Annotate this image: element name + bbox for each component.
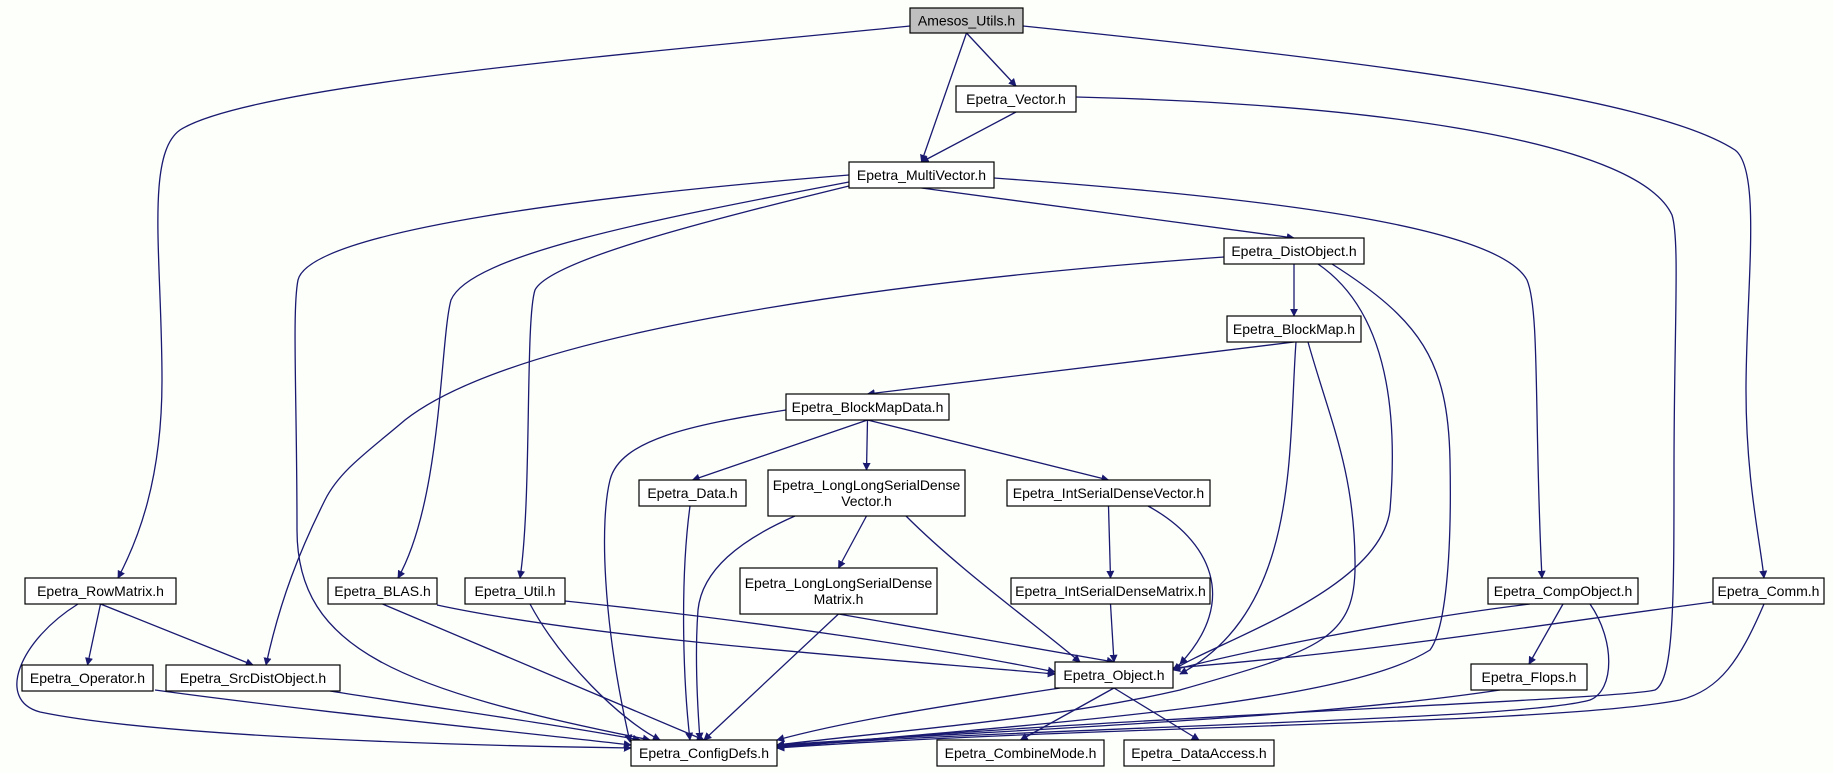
edge-epetra_blockmapdata-to-epetra_isdv — [867, 419, 1110, 483]
node-label: Epetra_BLAS.h — [334, 583, 431, 599]
node-epetra-flops[interactable]: Epetra_Flops.h — [1470, 663, 1588, 691]
node-label: Vector.h — [841, 493, 892, 509]
node-epetra-object[interactable]: Epetra_Object.h — [1054, 661, 1174, 689]
edge-epetra_llsdv-to-epetra_llsdm — [837, 515, 868, 569]
edge-epetra_object-to-epetra_dataaccess — [1113, 687, 1200, 741]
edge-amesos_utils-to-epetra_comm — [1022, 25, 1768, 579]
edge-epetra_object-to-epetra_combinemode — [1019, 687, 1115, 741]
edge-epetra_operator-to-epetra_configdefs — [154, 689, 632, 749]
edge-epetra_isdv-to-epetra_object — [1147, 505, 1214, 665]
node-epetra-blockmapdata[interactable]: Epetra_BlockMapData.h — [785, 393, 950, 421]
node-epetra-vector[interactable]: Epetra_Vector.h — [955, 85, 1077, 113]
edge-amesos_utils-to-epetra_multivector — [920, 32, 968, 163]
edge-epetra_blockmap-to-epetra_blockmapdata — [866, 341, 1295, 398]
node-epetra-srcdistobject[interactable]: Epetra_SrcDistObject.h — [165, 664, 341, 692]
edge-epetra_compobject-to-epetra_configdefs — [776, 603, 1610, 750]
edge-epetra_util-to-epetra_configdefs — [529, 603, 661, 741]
edge-epetra_rowmatrix-to-epetra_configdefs — [16, 603, 632, 752]
node-epetra-operator[interactable]: Epetra_Operator.h — [21, 664, 154, 692]
edge-epetra_isdm-to-epetra_object — [1109, 603, 1118, 663]
node-epetra-util[interactable]: Epetra_Util.h — [464, 577, 566, 605]
edge-amesos_utils-to-epetra_vector — [966, 32, 1017, 87]
edge-epetra_blockmapdata-to-epetra_llsdv — [862, 419, 871, 471]
edge-epetra_llsdm-to-epetra_object — [838, 613, 1115, 665]
edge-epetra_vector-to-epetra_multivector — [920, 111, 1017, 163]
node-label: Amesos_Utils.h — [918, 13, 1015, 29]
edge-epetra_multivector-to-epetra_compobject — [993, 177, 1546, 579]
edge-amesos_utils-to-epetra_rowmatrix — [117, 25, 911, 579]
node-epetra-multivector[interactable]: Epetra_MultiVector.h — [848, 161, 995, 189]
node-epetra-combinemode[interactable]: Epetra_CombineMode.h — [936, 739, 1105, 767]
edge-epetra_blas-to-epetra_object — [436, 604, 1056, 678]
node-label: Matrix.h — [814, 591, 864, 607]
edge-epetra_comm-to-epetra_object — [1172, 591, 1791, 672]
node-epetra-blockmap[interactable]: Epetra_BlockMap.h — [1226, 315, 1362, 343]
edge-epetra_rowmatrix-to-epetra_srcdistobject — [100, 603, 254, 667]
node-label: Epetra_LongLongSerialDense — [773, 477, 961, 493]
edge-epetra_multivector-to-epetra_configdefs — [294, 174, 850, 743]
edge-epetra_compobject-to-epetra_flops — [1528, 603, 1564, 665]
edge-epetra_object-to-epetra_configdefs — [776, 687, 1061, 742]
node-label: Epetra_Data.h — [647, 485, 737, 501]
node-label: Epetra_CompObject.h — [1494, 583, 1633, 599]
node-epetra-isdm[interactable]: Epetra_IntSerialDenseMatrix.h — [1010, 577, 1211, 605]
node-epetra-blas[interactable]: Epetra_BLAS.h — [327, 577, 438, 605]
edge-epetra_distobject-to-epetra_srcdistobject — [263, 256, 1225, 666]
edge-epetra_rowmatrix-to-epetra_operator — [85, 603, 102, 666]
edge-epetra_multivector-to-epetra_util — [517, 185, 850, 579]
node-label: Epetra_Flops.h — [1482, 669, 1577, 685]
edge-epetra_blockmapdata-to-epetra_configdefs — [603, 409, 787, 743]
edge-epetra_isdv-to-epetra_isdm — [1106, 505, 1115, 579]
node-label: Epetra_RowMatrix.h — [37, 583, 164, 599]
node-label: Epetra_Vector.h — [966, 91, 1066, 107]
node-label: Epetra_Operator.h — [30, 670, 145, 686]
node-label: Epetra_LongLongSerialDense — [745, 575, 933, 591]
node-label: Epetra_BlockMap.h — [1233, 321, 1355, 337]
edge-epetra_distobject-to-epetra_configdefs — [776, 263, 1451, 751]
edge-epetra_distobject-to-epetra_object — [1172, 263, 1394, 671]
edge-epetra_llsdm-to-epetra_configdefs — [703, 613, 839, 741]
node-label: Epetra_Util.h — [475, 583, 556, 599]
node-epetra-dataaccess[interactable]: Epetra_DataAccess.h — [1123, 739, 1275, 767]
edge-epetra_flops-to-epetra_configdefs — [776, 689, 1501, 749]
node-epetra-compobject[interactable]: Epetra_CompObject.h — [1487, 577, 1639, 605]
node-label: Epetra_MultiVector.h — [857, 167, 986, 183]
edge-epetra_vector-to-epetra_configdefs — [776, 96, 1677, 752]
node-epetra-distobject[interactable]: Epetra_DistObject.h — [1223, 237, 1365, 265]
edge-epetra_llsdv-to-epetra_configdefs — [695, 515, 796, 741]
edge-epetra_blas-to-epetra_configdefs — [382, 603, 705, 741]
edge-epetra_blockmap-to-epetra_object — [1179, 341, 1297, 675]
node-epetra-data[interactable]: Epetra_Data.h — [638, 479, 747, 507]
nodes: Amesos_Utils.hEpetra_Vector.hEpetra_Mult… — [21, 7, 1825, 767]
node-label: Epetra_IntSerialDenseVector.h — [1013, 485, 1204, 501]
edge-epetra_multivector-to-epetra_blas — [397, 181, 850, 579]
node-label: Epetra_CombineMode.h — [945, 745, 1097, 761]
node-label: Epetra_Comm.h — [1718, 583, 1820, 599]
node-epetra-configdefs[interactable]: Epetra_ConfigDefs.h — [630, 739, 778, 767]
edges — [16, 25, 1791, 752]
node-amesos-utils: Amesos_Utils.h — [909, 7, 1024, 34]
node-epetra-comm[interactable]: Epetra_Comm.h — [1712, 577, 1825, 605]
edge-epetra_multivector-to-epetra_distobject — [921, 187, 1295, 242]
edge-epetra_blockmapdata-to-epetra_data — [691, 419, 868, 482]
node-label: Epetra_IntSerialDenseMatrix.h — [1015, 583, 1206, 599]
node-label: Epetra_DataAccess.h — [1131, 745, 1266, 761]
edge-epetra_comm-to-epetra_configdefs — [776, 603, 1765, 752]
node-epetra-rowmatrix[interactable]: Epetra_RowMatrix.h — [24, 577, 177, 605]
node-label: Epetra_Object.h — [1063, 667, 1164, 683]
edge-epetra_data-to-epetra_configdefs — [682, 505, 694, 741]
node-label: Epetra_SrcDistObject.h — [180, 670, 326, 686]
edge-epetra_util-to-epetra_object — [564, 600, 1056, 675]
node-label: Epetra_ConfigDefs.h — [639, 745, 769, 761]
edge-epetra_srcdistobject-to-epetra_configdefs — [329, 690, 641, 743]
edge-epetra_blockmap-to-epetra_configdefs — [776, 341, 1356, 749]
edge-epetra_llsdv-to-epetra_object — [905, 515, 1081, 663]
node-label: Epetra_BlockMapData.h — [792, 399, 944, 415]
node-label: Epetra_DistObject.h — [1231, 243, 1356, 259]
node-epetra-isdv[interactable]: Epetra_IntSerialDenseVector.h — [1006, 479, 1211, 507]
edge-epetra_compobject-to-epetra_object — [1172, 603, 1531, 673]
